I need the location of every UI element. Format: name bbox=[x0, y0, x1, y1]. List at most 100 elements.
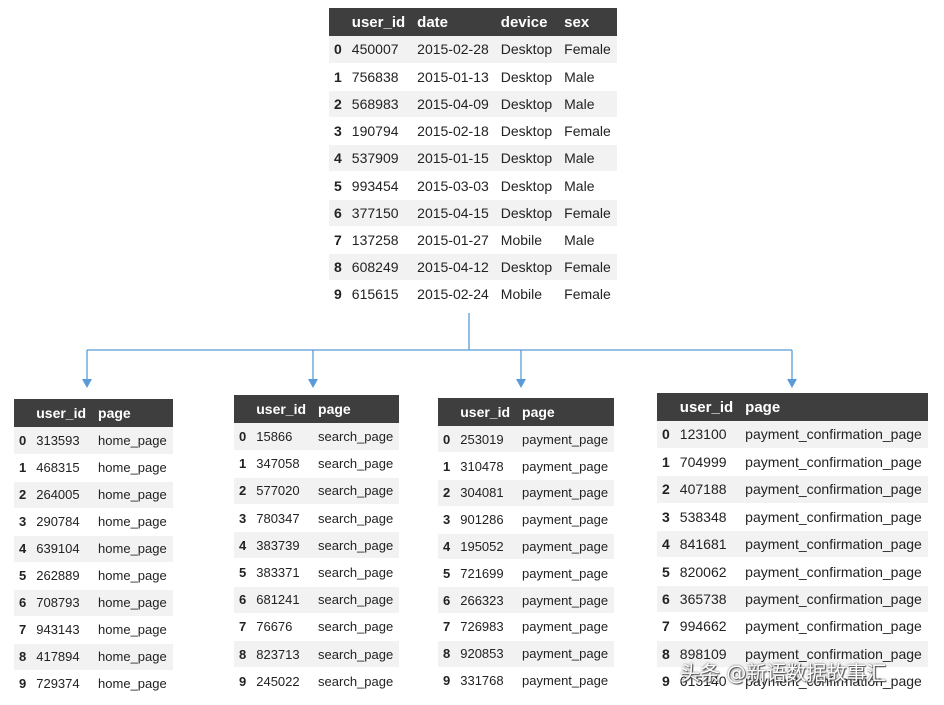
table-cell: home_page bbox=[92, 535, 173, 563]
table-cell: 721699 bbox=[454, 559, 517, 588]
table-cell: search_page bbox=[312, 667, 400, 696]
table-cell: 195052 bbox=[454, 533, 517, 561]
table-cell: 780347 bbox=[250, 504, 313, 533]
table-cell: 537909 bbox=[345, 144, 412, 173]
index-header bbox=[657, 393, 674, 421]
row-index: 8 bbox=[438, 640, 455, 668]
table-cell: payment_confirmation_page bbox=[739, 667, 928, 696]
row-index: 2 bbox=[329, 90, 346, 119]
row-index: 3 bbox=[14, 508, 31, 536]
row-index: 3 bbox=[657, 503, 674, 532]
table-cell: home_page bbox=[92, 508, 173, 536]
table-cell: home_page bbox=[92, 454, 173, 482]
row-index: 4 bbox=[657, 530, 674, 559]
row-index: 6 bbox=[438, 586, 455, 615]
index-header bbox=[329, 8, 346, 36]
column-header: user_id bbox=[345, 8, 412, 36]
table-cell: payment_page bbox=[516, 559, 615, 588]
table-cell: 468315 bbox=[30, 454, 93, 482]
row-index: 7 bbox=[14, 616, 31, 644]
row-index: 4 bbox=[329, 144, 346, 173]
table-cell: search_page bbox=[312, 504, 400, 533]
row-index: 5 bbox=[438, 559, 455, 588]
table-cell: 2015-01-27 bbox=[411, 226, 495, 255]
column-header: user_id bbox=[30, 399, 93, 427]
row-index: 6 bbox=[657, 585, 674, 614]
table-cell: 615140 bbox=[673, 667, 740, 696]
table-cell: Desktop bbox=[494, 117, 559, 146]
table-cell: search_page bbox=[312, 477, 400, 506]
table-cell: 639104 bbox=[30, 535, 93, 563]
table-cell: search_page bbox=[312, 613, 400, 642]
table-cell: 137258 bbox=[345, 226, 412, 255]
table-cell: 310478 bbox=[454, 452, 517, 481]
table-cell: Female bbox=[558, 199, 617, 227]
table-cell: Desktop bbox=[494, 90, 559, 119]
table-cell: 2015-01-15 bbox=[411, 144, 495, 173]
table-cell: 726983 bbox=[454, 613, 517, 641]
row-index: 0 bbox=[657, 421, 674, 449]
table-cell: 331768 bbox=[454, 667, 517, 695]
table-cell: 943143 bbox=[30, 616, 93, 644]
row-index: 6 bbox=[329, 199, 346, 227]
table-cell: 568983 bbox=[345, 90, 412, 119]
table-cell: Male bbox=[558, 171, 617, 200]
row-index: 3 bbox=[438, 506, 455, 534]
table-cell: home_page bbox=[92, 481, 173, 509]
table-cell: Male bbox=[558, 144, 617, 173]
table-cell: 681241 bbox=[250, 586, 313, 614]
table-cell: home_page bbox=[92, 616, 173, 644]
row-index: 0 bbox=[234, 423, 251, 451]
table-cell: 245022 bbox=[250, 667, 313, 696]
row-index: 3 bbox=[329, 117, 346, 146]
table-cell: search_page bbox=[312, 640, 400, 669]
table-cell: payment_page bbox=[516, 533, 615, 561]
column-header: page bbox=[92, 399, 173, 427]
table-cell: 538348 bbox=[673, 503, 740, 532]
table-cell: home_page bbox=[92, 427, 173, 455]
arrow-head-icon bbox=[308, 379, 318, 388]
row-index: 8 bbox=[14, 643, 31, 671]
table-cell: home_page bbox=[92, 562, 173, 590]
row-index: 8 bbox=[234, 640, 251, 669]
table-cell: Male bbox=[558, 226, 617, 255]
table-cell: Mobile bbox=[494, 226, 559, 255]
table-cell: 615615 bbox=[345, 280, 412, 309]
table-cell: payment_confirmation_page bbox=[739, 475, 928, 504]
table-cell: payment_page bbox=[516, 426, 615, 454]
row-index: 9 bbox=[657, 667, 674, 696]
row-index: 1 bbox=[234, 450, 251, 478]
table-cell: 417894 bbox=[30, 643, 93, 671]
table-cell: 407188 bbox=[673, 475, 740, 504]
table-cell: payment_page bbox=[516, 452, 615, 481]
table-cell: Female bbox=[558, 253, 617, 282]
table-cell: 2015-02-28 bbox=[411, 36, 495, 64]
table-cell: 608249 bbox=[345, 253, 412, 282]
table-cell: 901286 bbox=[454, 506, 517, 534]
row-index: 5 bbox=[234, 558, 251, 587]
arrow-head-icon bbox=[787, 379, 797, 388]
